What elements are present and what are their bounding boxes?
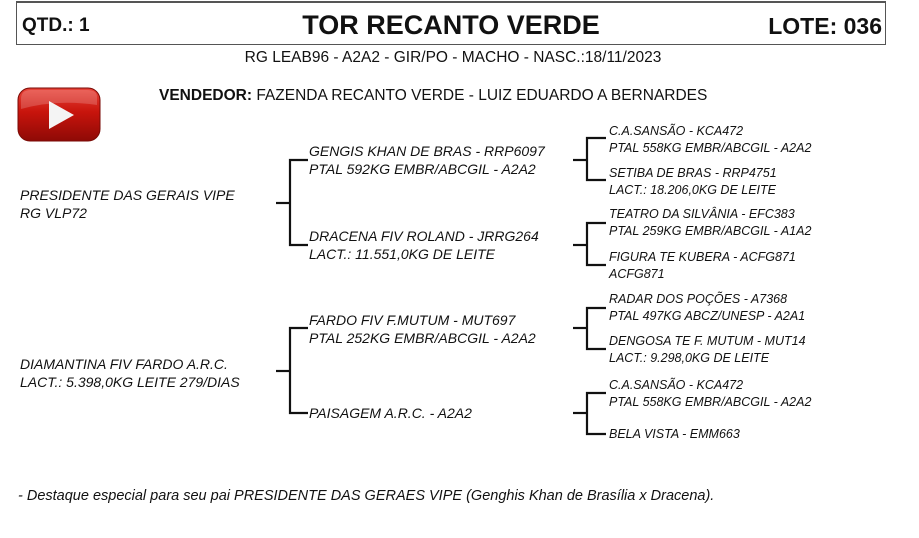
ggd-3-entry: DENGOSA TE F. MUTUM - MUT14 LACT.: 9.298… <box>609 333 806 366</box>
sire-entry: PRESIDENTE DAS GERAIS VIPE RG VLP72 <box>20 186 235 222</box>
ggd-2-info: ACFG871 <box>609 266 665 281</box>
dam-name: DIAMANTINA FIV FARDO A.R.C. <box>20 356 228 372</box>
ggd-1-name: SETIBA DE BRAS - RRP4751 <box>609 166 777 180</box>
ggd-1-info: LACT.: 18.206,0KG DE LEITE <box>609 182 776 197</box>
ggs-3-name: RADAR DOS POÇÕES - A7368 <box>609 292 788 306</box>
paternal-grandsire-name: GENGIS KHAN DE BRAS - RRP6097 <box>309 143 545 159</box>
ggs-1-name: C.A.SANSÃO - KCA472 <box>609 124 744 138</box>
ggd-3-name: DENGOSA TE F. MUTUM - MUT14 <box>609 334 806 348</box>
paternal-granddam-name: DRACENA FIV ROLAND - JRRG264 <box>309 228 539 244</box>
vendor-value: FAZENDA RECANTO VERDE - LUIZ EDUARDO A B… <box>252 87 708 104</box>
ggd-4-name: BELA VISTA - EMM663 <box>609 427 740 441</box>
dam-entry: DIAMANTINA FIV FARDO A.R.C. LACT.: 5.398… <box>20 355 240 391</box>
youtube-play-icon[interactable] <box>17 87 101 142</box>
maternal-granddam-entry: PAISAGEM A.R.C. - A2A2 <box>309 404 472 422</box>
ggd-4-entry: BELA VISTA - EMM663 <box>609 426 740 443</box>
maternal-grandsire-entry: FARDO FIV F.MUTUM - MUT697 PTAL 252KG EM… <box>309 311 536 347</box>
ggs-3-entry: RADAR DOS POÇÕES - A7368 PTAL 497KG ABCZ… <box>609 291 805 324</box>
ggs-2-name: TEATRO DA SILVÂNIA - EFC383 <box>609 207 795 221</box>
ggd-3-info: LACT.: 9.298,0KG DE LEITE <box>609 350 770 365</box>
sire-name: PRESIDENTE DAS GERAIS VIPE <box>20 187 235 203</box>
maternal-grandsire-info: PTAL 252KG EMBR/ABCGIL - A2A2 <box>309 330 536 346</box>
maternal-grandsire-name: FARDO FIV F.MUTUM - MUT697 <box>309 312 516 328</box>
ggs-3-info: PTAL 497KG ABCZ/UNESP - A2A1 <box>609 308 806 323</box>
vendor-label: VENDEDOR: <box>159 87 253 104</box>
quantity-label: QTD.: 1 <box>22 15 90 36</box>
vendor-info: VENDEDOR: FAZENDA RECANTO VERDE - LUIZ E… <box>159 87 707 105</box>
lot-number: LOTE: 036 <box>768 13 882 39</box>
dam-lactation: LACT.: 5.398,0KG LEITE 279/DIAS <box>20 374 240 390</box>
ggs-4-info: PTAL 558KG EMBR/ABCGIL - A2A2 <box>609 394 812 409</box>
ggd-1-entry: SETIBA DE BRAS - RRP4751 LACT.: 18.206,0… <box>609 165 777 198</box>
ggd-2-entry: FIGURA TE KUBERA - ACFG871 ACFG871 <box>609 249 796 282</box>
ggs-2-info: PTAL 259KG EMBR/ABCGIL - A1A2 <box>609 223 812 238</box>
paternal-grandsire-info: PTAL 592KG EMBR/ABCGIL - A2A2 <box>309 161 536 177</box>
animal-registration-info: RG LEAB96 - A2A2 - GIR/PO - MACHO - NASC… <box>244 49 662 66</box>
ggs-4-entry: C.A.SANSÃO - KCA472 PTAL 558KG EMBR/ABCG… <box>609 377 811 410</box>
ggs-1-info: PTAL 558KG EMBR/ABCGIL - A2A2 <box>609 140 812 155</box>
maternal-granddam-name: PAISAGEM A.R.C. - A2A2 <box>309 405 472 421</box>
paternal-granddam-entry: DRACENA FIV ROLAND - JRRG264 LACT.: 11.5… <box>309 227 539 263</box>
ggs-4-name: C.A.SANSÃO - KCA472 <box>609 378 744 392</box>
animal-title: TOR RECANTO VERDE <box>302 10 600 40</box>
paternal-granddam-info: LACT.: 11.551,0KG DE LEITE <box>309 246 495 262</box>
ggs-1-entry: C.A.SANSÃO - KCA472 PTAL 558KG EMBR/ABCG… <box>609 123 811 156</box>
highlight-note: - Destaque especial para seu pai PRESIDE… <box>18 488 715 504</box>
paternal-grandsire-entry: GENGIS KHAN DE BRAS - RRP6097 PTAL 592KG… <box>309 142 545 178</box>
sire-rg: RG VLP72 <box>20 205 87 221</box>
ggd-2-name: FIGURA TE KUBERA - ACFG871 <box>609 250 796 264</box>
lot-header: QTD.: 1 TOR RECANTO VERDE LOTE: 036 <box>16 1 886 45</box>
ggs-2-entry: TEATRO DA SILVÂNIA - EFC383 PTAL 259KG E… <box>609 206 811 239</box>
